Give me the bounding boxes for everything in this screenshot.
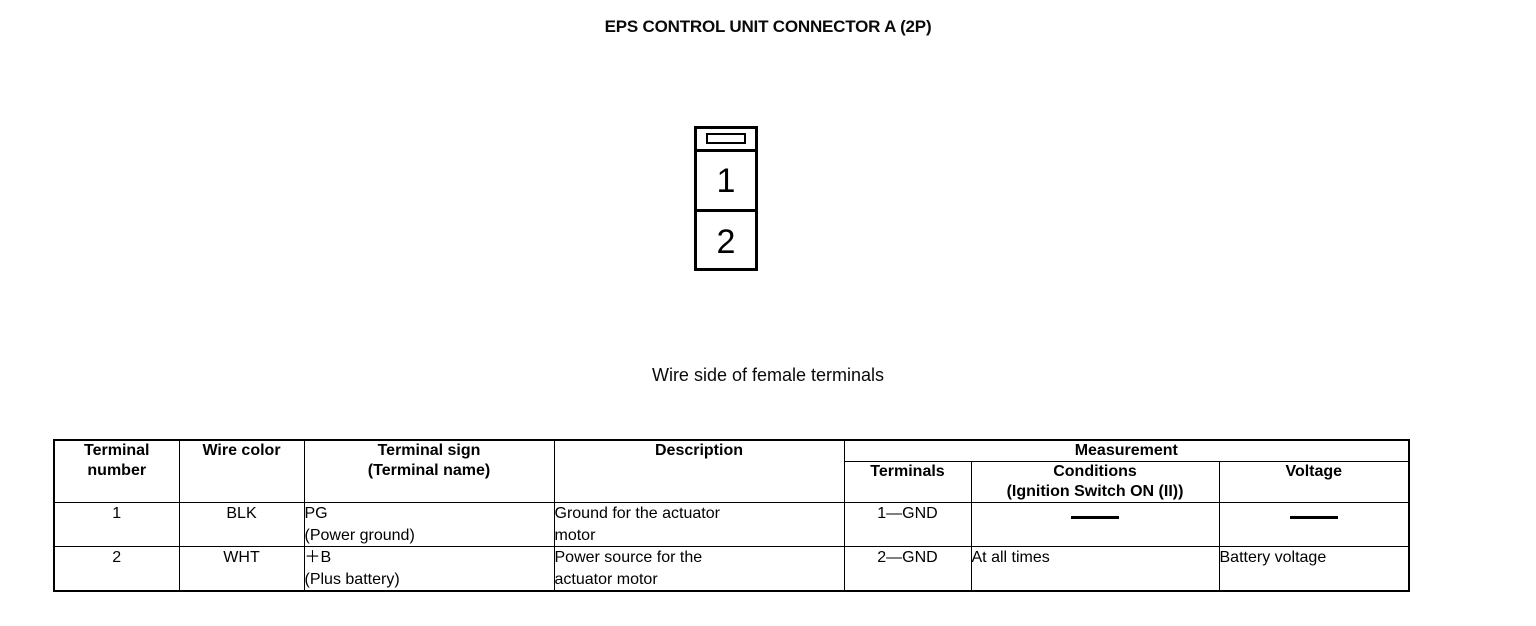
table-header-row-2: Terminals Conditions (Ignition Switch ON… <box>54 461 1410 503</box>
em-dash-icon <box>1289 516 1338 520</box>
table-header-row-1: Terminal number Wire color Terminal sign… <box>53 439 1410 503</box>
header-conditions-line1: Conditions <box>1053 463 1137 480</box>
header-terminals: Terminals <box>843 461 972 503</box>
cell-measurement-terminals: 2—GND <box>843 546 972 592</box>
cell-terminal-sign: ＋B (Plus battery) <box>303 546 555 592</box>
cell-measurement-terminals: 1—GND <box>843 501 972 548</box>
header-terminal-sign: Terminal sign (Terminal name) <box>303 439 555 503</box>
cell-terminal-number: 2 <box>53 546 180 592</box>
header-wire-color: Wire color <box>178 439 305 503</box>
connector-pin-2: 2 <box>716 222 736 261</box>
header-voltage: Voltage <box>1218 461 1410 503</box>
header-measurement: Measurement <box>843 439 1410 462</box>
terminal-table: Terminal number Wire color Terminal sign… <box>53 439 1411 593</box>
cell-measurement-conditions: At all times <box>970 546 1220 592</box>
cell-description-line2: actuator motor <box>554 570 658 588</box>
header-terminal-sign-line1: Terminal sign <box>377 442 481 459</box>
diagram-caption: Wire side of female terminals <box>651 365 885 385</box>
header-terminal-sign-line2: (Terminal name) <box>367 462 491 479</box>
table-header: Terminal number Wire color Terminal sign… <box>53 439 1410 503</box>
em-dash-icon <box>1071 516 1119 520</box>
page-title: EPS CONTROL UNIT CONNECTOR A (2P) <box>604 17 932 36</box>
header-conditions: Conditions (Ignition Switch ON (II)) <box>970 461 1220 503</box>
connector-diagram: 1 2 <box>694 126 758 271</box>
table-row: 2 WHT ＋B (Plus battery) Power source for… <box>53 546 1410 592</box>
header-conditions-line2: (Ignition Switch ON (II)) <box>1006 483 1184 500</box>
header-terminal-number-line2: number <box>87 462 147 479</box>
connector-locking-tab-row <box>697 129 755 152</box>
cell-wire-color: WHT <box>178 546 305 592</box>
cell-terminal-sign-code: PG <box>304 505 328 522</box>
cell-description-line1: Power source for the <box>554 549 703 567</box>
connector-pin-1: 1 <box>697 152 755 212</box>
cell-terminal-number: 1 <box>53 501 180 548</box>
table-row: 1 BLK PG (Power ground) Ground for the a… <box>53 501 1410 548</box>
cell-measurement-voltage <box>1218 501 1410 548</box>
terminal-table-container: Terminal number Wire color Terminal sign… <box>53 439 1411 593</box>
header-terminal-number-line1: Terminal <box>84 442 150 459</box>
cell-terminal-sign-code: ＋B <box>304 549 332 567</box>
cell-terminal-sign: PG (Power ground) <box>303 501 555 548</box>
header-description: Description <box>553 439 845 503</box>
cell-measurement-voltage: Battery voltage <box>1218 546 1410 592</box>
cell-terminal-sign-name: (Power ground) <box>304 526 415 544</box>
cell-description-line2: motor <box>554 526 596 544</box>
cell-description: Power source for the actuator motor <box>553 546 845 592</box>
cell-description-line1: Ground for the actuator <box>554 505 720 522</box>
cell-measurement-conditions <box>970 501 1220 548</box>
table-body: 1 BLK PG (Power ground) Ground for the a… <box>53 501 1410 592</box>
cell-wire-color: BLK <box>178 501 305 548</box>
header-terminal-number: Terminal number <box>53 439 180 503</box>
cell-terminal-sign-name: (Plus battery) <box>304 570 400 588</box>
cell-description: Ground for the actuator motor <box>553 501 845 548</box>
connector-locking-tab-icon <box>706 133 746 144</box>
